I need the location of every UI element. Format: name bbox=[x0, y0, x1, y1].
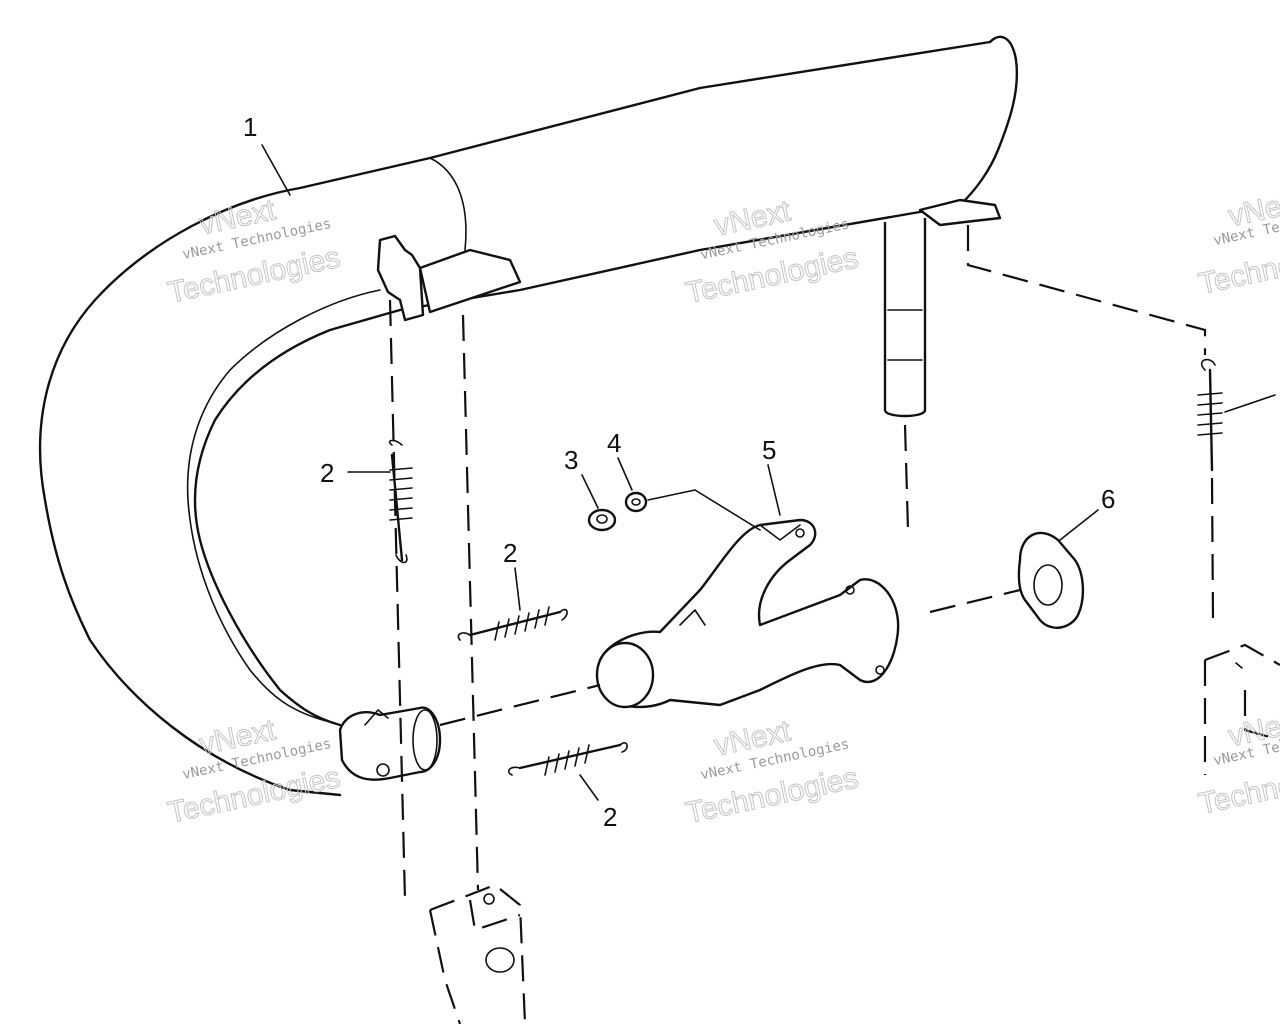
leader-lines bbox=[261, 144, 1276, 801]
assembly-lines bbox=[388, 225, 1215, 901]
watermark-4: vNext vNext Technologies Technologies bbox=[164, 713, 343, 830]
spring-lower bbox=[508, 742, 628, 776]
callout-6: 6 bbox=[1101, 484, 1115, 514]
frame-bracket-right bbox=[1203, 643, 1280, 775]
watermark-6: vNext vNext Technologies Technologies bbox=[1195, 704, 1280, 821]
spring-right bbox=[1197, 358, 1223, 472]
watermark-5: vNext vNext Technologies Technologies bbox=[682, 714, 861, 831]
callout-2-lower: 2 bbox=[603, 802, 617, 832]
watermark-3: vNext vNext Technologies Technologies bbox=[1195, 184, 1280, 301]
watermark-2: vNext vNext Technologies Technologies bbox=[682, 194, 861, 311]
frame-bracket-bottom bbox=[428, 883, 527, 1024]
washer bbox=[624, 491, 648, 513]
callout-4: 4 bbox=[607, 428, 621, 458]
muffler-assembly bbox=[38, 35, 1019, 797]
callout-5: 5 bbox=[762, 435, 776, 465]
callout-3: 3 bbox=[564, 445, 578, 475]
callout-2-middle: 2 bbox=[503, 538, 517, 568]
watermark-1: vNext vNext Technologies Technologies bbox=[164, 193, 343, 310]
gasket bbox=[1017, 531, 1085, 629]
callout-labels: 1 2 2 2 3 4 5 6 bbox=[243, 112, 1115, 832]
y-manifold bbox=[595, 518, 900, 709]
callout-2-left: 2 bbox=[320, 458, 334, 488]
nut bbox=[587, 508, 617, 532]
callout-1: 1 bbox=[243, 112, 257, 142]
spring-middle bbox=[457, 606, 568, 641]
